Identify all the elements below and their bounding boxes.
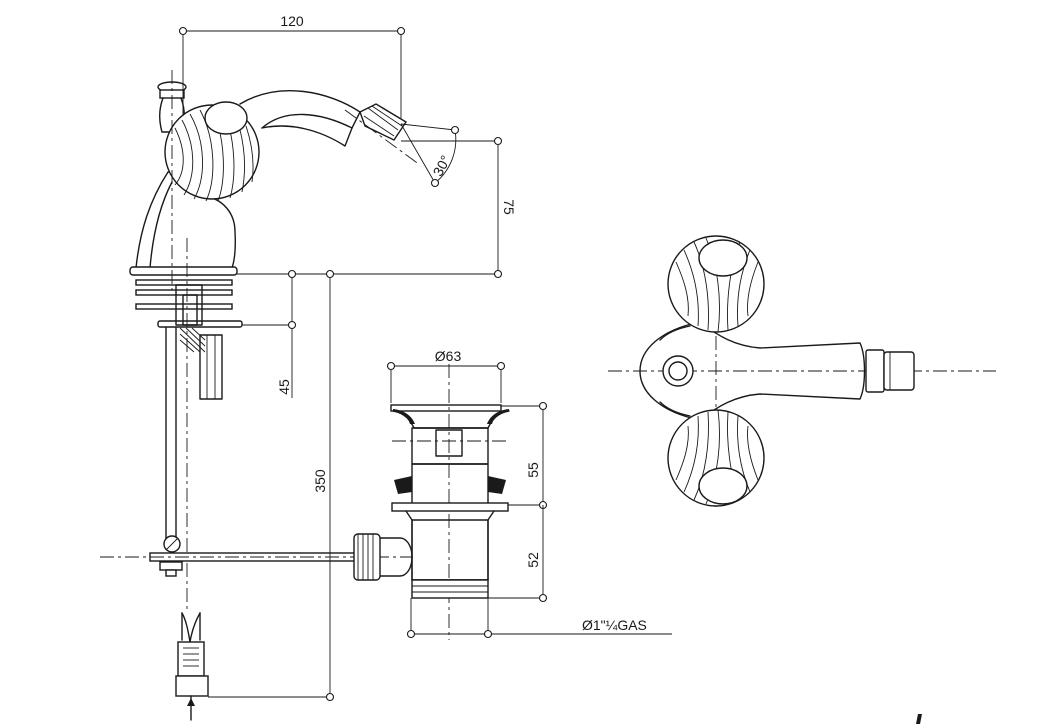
- side-view-mixer: [100, 70, 421, 721]
- diameter-63-label: Ø63: [435, 348, 462, 364]
- aerator: [359, 103, 407, 141]
- dimension-diameter-63: Ø63: [386, 348, 506, 403]
- flexible-hose: [175, 612, 209, 721]
- dimension-350: 350: [208, 269, 335, 702]
- pop-up-waste: [353, 364, 510, 640]
- dimension-52: 52: [488, 505, 548, 603]
- dimension-350-label: 350: [312, 469, 328, 493]
- top-view-mixer: [608, 235, 996, 510]
- dimension-55: 55: [501, 401, 548, 510]
- pop-up-rod: [100, 535, 412, 577]
- angle-label: 30°: [430, 153, 454, 179]
- dimension-75-label: 75: [501, 199, 517, 215]
- handle-sphere-upper: [667, 235, 765, 333]
- dimension-120-label: 120: [280, 13, 304, 29]
- thread-label: Ø1"¼GAS: [582, 617, 647, 633]
- handle-sphere: [164, 101, 260, 202]
- dimension-angle: 30°: [400, 123, 460, 188]
- handle-sphere-lower: [667, 409, 765, 507]
- under-counter-fixing: [135, 279, 243, 541]
- dimension-75: 75: [237, 136, 517, 279]
- edge-artifact: [916, 714, 922, 724]
- dimension-thread: Ø1"¼GAS: [406, 598, 672, 639]
- dimension-52-label: 52: [525, 552, 541, 568]
- dimension-120: 120: [178, 13, 406, 118]
- dimension-55-label: 55: [525, 462, 541, 478]
- dimension-45: 45: [242, 269, 297, 398]
- dimension-45-label: 45: [276, 379, 292, 395]
